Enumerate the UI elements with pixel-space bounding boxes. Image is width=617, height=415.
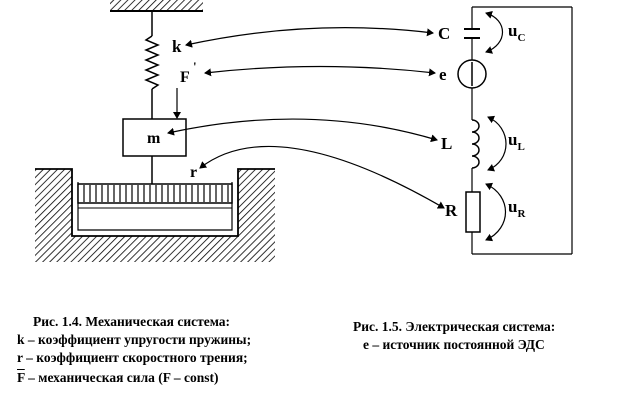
label-uR-main: u — [508, 197, 517, 216]
label-uL-sub: L — [517, 141, 524, 153]
correspondence-arrows — [167, 27, 445, 209]
caption-mech-F-text: – механическая сила ( — [24, 370, 163, 385]
caption-elec-line-e: е – источник постоянной ЭДС — [363, 337, 545, 352]
label-uL-main: u — [508, 130, 517, 149]
caption-mech-line-r: r – коэффициент скоростного трения; — [17, 349, 251, 367]
caption-mech-title: Рис. 1.4. Механическая система: — [33, 314, 231, 329]
caption-mechanical: Рис. 1.4. Механическая система: k – коэф… — [17, 313, 251, 387]
mechanical-system: k F ' m r — [35, 0, 275, 262]
label-C: C — [438, 24, 450, 43]
arrow-r-R — [199, 145, 445, 209]
label-r: r — [190, 164, 197, 181]
label-k: k — [172, 37, 182, 56]
caption-mech-F-symbol: F — [17, 370, 25, 385]
resistor — [465, 191, 481, 233]
inductor-coil — [471, 119, 480, 169]
spring-k — [144, 35, 160, 90]
label-F: F — [180, 69, 190, 86]
label-m: m — [147, 130, 161, 147]
caption-electrical: Рис. 1.5. Электрическая система: е – ист… — [353, 318, 555, 354]
label-uR: uR — [508, 197, 526, 220]
arrow-F-e — [204, 65, 436, 77]
caption-mech-F-symbol2: F — [162, 370, 171, 385]
label-L: L — [441, 134, 452, 153]
caption-mech-k-symbol: k — [17, 332, 25, 347]
arrow-m-L — [167, 118, 438, 143]
caption-mech-F-tail: – const) — [170, 370, 219, 385]
label-uR-sub: R — [517, 208, 526, 220]
caption-elec-title: Рис. 1.5. Электрическая система: — [353, 319, 556, 334]
ground-hatch — [35, 169, 275, 262]
label-uC-main: u — [508, 21, 517, 40]
voltage-arrow-L — [487, 115, 507, 172]
caption-mech-line-F: F – механическая сила (F – const) — [17, 367, 251, 387]
damper-piston — [77, 183, 233, 204]
voltage-arrow-R — [485, 182, 507, 242]
caption-mech-k-text: – коэффициент упругости пружины; — [24, 332, 252, 347]
label-F-mark: ' — [193, 59, 197, 74]
electrical-system: C e L R uC uL uR — [438, 6, 573, 255]
caption-mech-line-k: k – коэффициент упругости пружины; — [17, 331, 251, 349]
label-e: e — [439, 65, 447, 84]
arrow-k-C — [185, 27, 434, 48]
ceiling-support — [110, 0, 203, 11]
label-R: R — [445, 201, 458, 220]
caption-mech-r-text: – коэффициент скоростного трения; — [22, 350, 248, 365]
label-uC-sub: C — [517, 32, 525, 44]
voltage-arrow-C — [485, 11, 503, 54]
label-uC: uC — [508, 21, 525, 44]
caption-mech-r-symbol: r — [17, 350, 23, 365]
label-uL: uL — [508, 130, 525, 153]
